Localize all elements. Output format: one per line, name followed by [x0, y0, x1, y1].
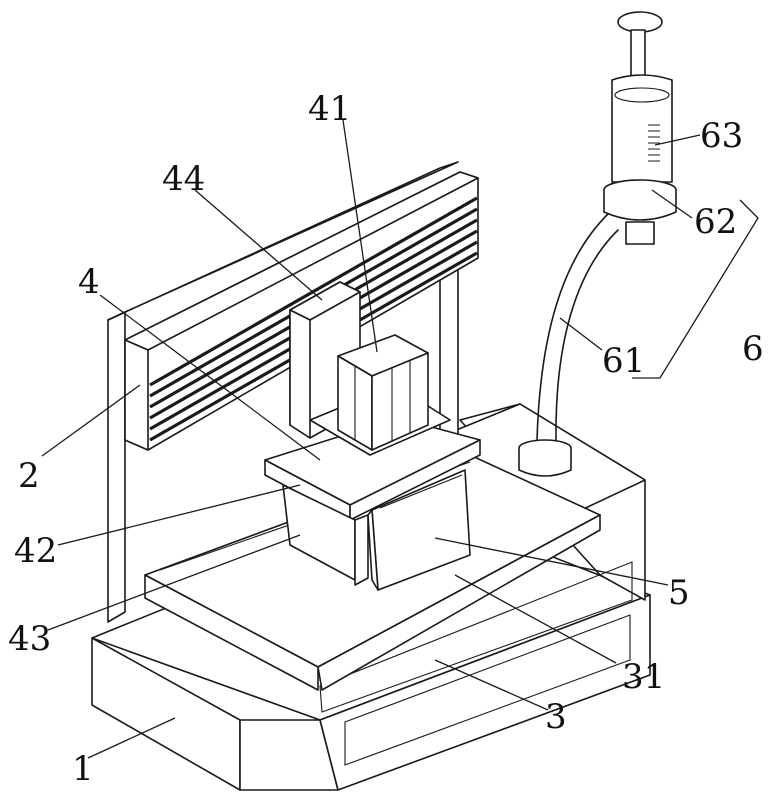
- syringe: [604, 12, 676, 244]
- label-44: 44: [162, 159, 205, 199]
- label-6: 6: [742, 329, 764, 369]
- label-42: 42: [14, 531, 57, 571]
- label-5: 5: [668, 573, 690, 613]
- label-31: 31: [622, 657, 665, 697]
- label-62: 62: [694, 202, 737, 242]
- label-2: 2: [18, 456, 40, 496]
- label-61: 61: [602, 341, 645, 381]
- label-3: 3: [545, 697, 567, 737]
- label-63: 63: [700, 116, 743, 156]
- label-43: 43: [8, 619, 51, 659]
- label-4: 4: [78, 262, 100, 302]
- label-1: 1: [72, 749, 94, 789]
- label-41: 41: [308, 89, 351, 129]
